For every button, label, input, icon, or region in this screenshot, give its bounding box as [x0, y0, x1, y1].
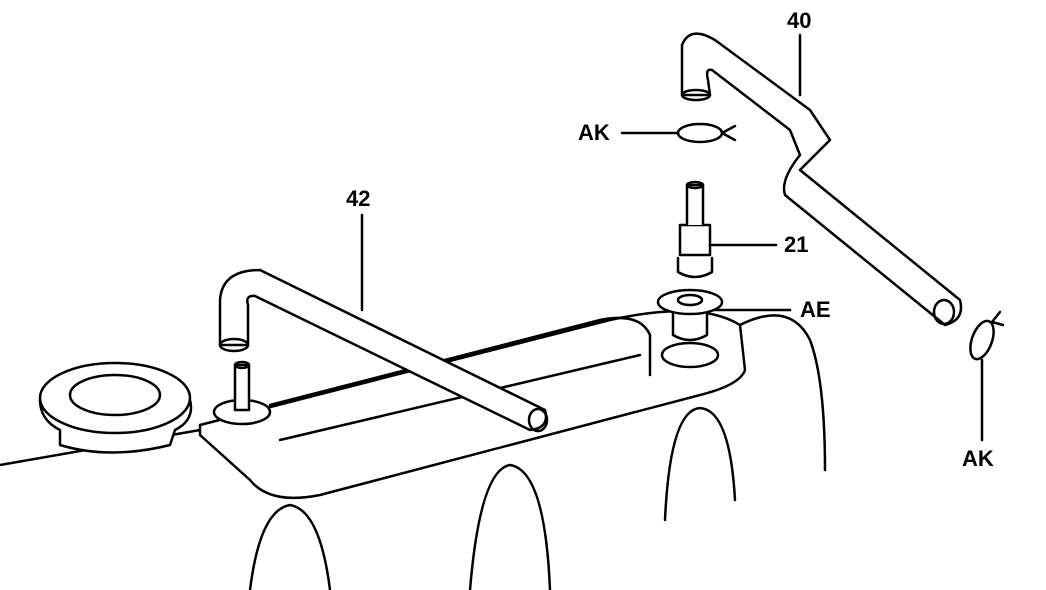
- clamp-ak-right-icon: [969, 310, 1005, 442]
- label-42: 42: [346, 186, 371, 211]
- valve-21: [676, 180, 714, 279]
- clamp-ak-top-icon: [620, 122, 737, 144]
- label-ak-right: AK: [962, 446, 994, 471]
- label-ae: AE: [800, 297, 831, 322]
- label-21: 21: [784, 232, 809, 257]
- leader-lines: [360, 33, 802, 312]
- grommet-ae: [656, 288, 724, 369]
- hose-40: [680, 32, 963, 327]
- filler-cap-icon: [38, 361, 193, 454]
- hose-42: [218, 268, 549, 433]
- label-ak-top: AK: [578, 120, 610, 145]
- label-40: 40: [787, 8, 812, 33]
- vent-nipple-icon: [212, 360, 272, 426]
